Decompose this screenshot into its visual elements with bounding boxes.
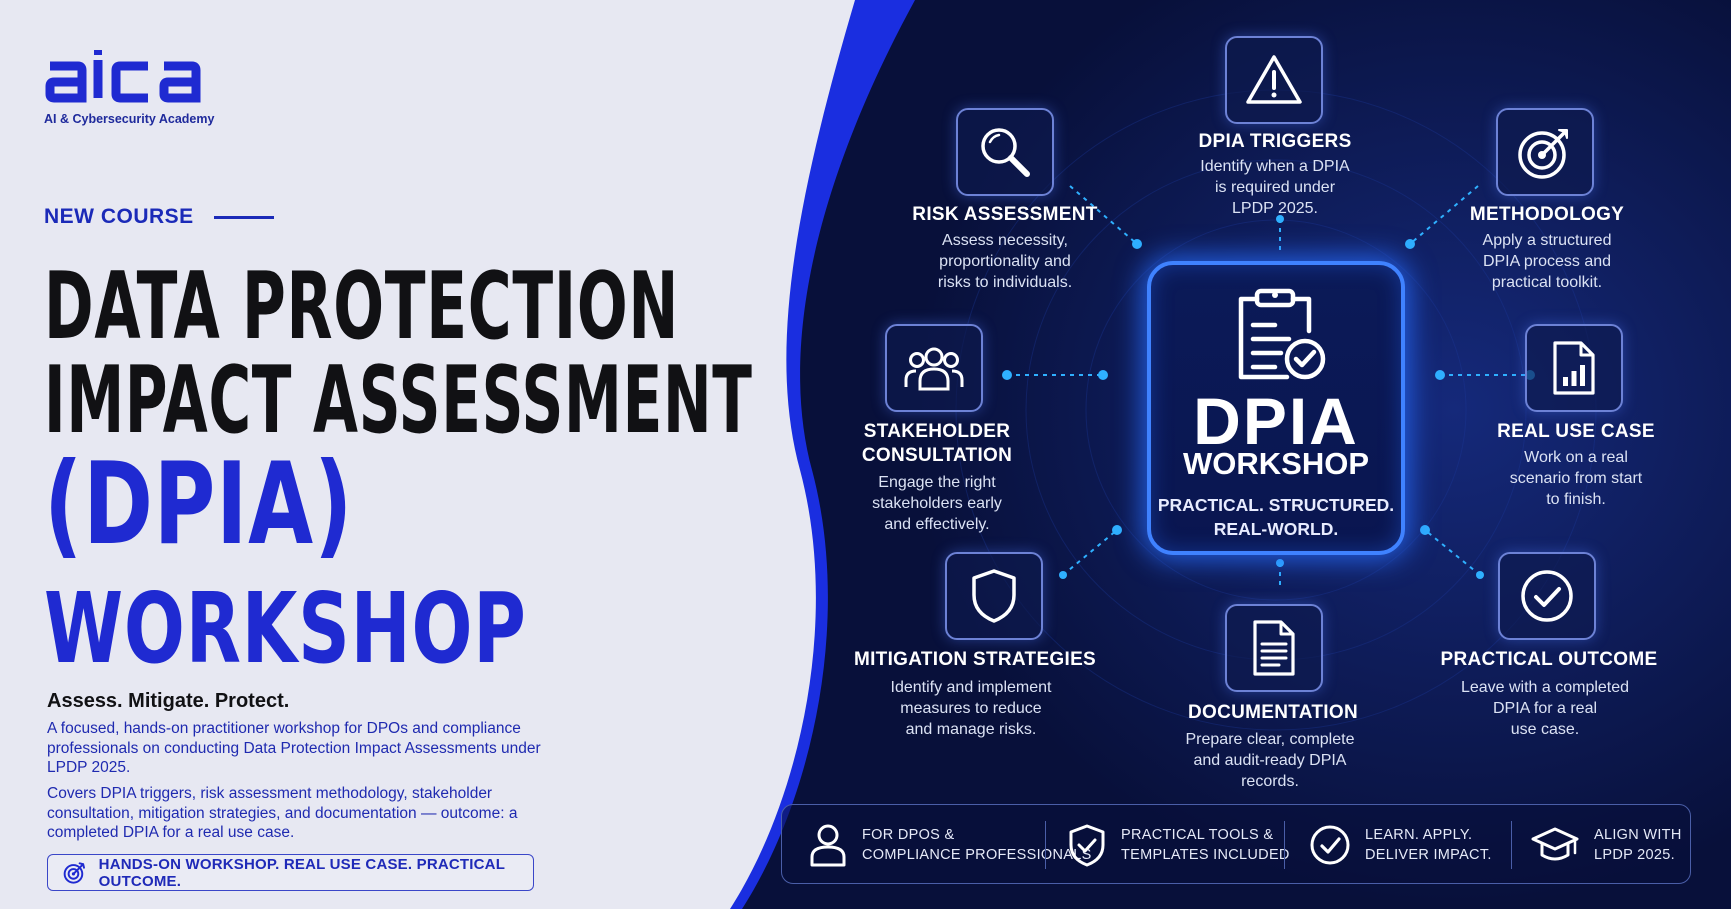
outcome-icon-box[interactable] (1498, 552, 1596, 640)
hero-description-1: A focused, hands-on practitioner worksho… (47, 720, 541, 776)
shield-icon (972, 569, 1016, 623)
usecase-icon-box[interactable] (1525, 324, 1623, 412)
pill-text: HANDS-ON WORKSHOP. REAL USE CASE. PRACTI… (98, 855, 505, 890)
mitigation-icon-box[interactable] (945, 552, 1043, 640)
methodology-icon-box[interactable] (1496, 108, 1594, 196)
bar-divider (1511, 821, 1512, 869)
badge-underline (213, 215, 274, 219)
benefit-tools: PRACTICAL TOOLS & TEMPLATES INCLUDED (1067, 805, 1290, 885)
title-line-3: (DPIA) (44, 438, 354, 570)
triggers-icon-box[interactable] (1225, 36, 1323, 124)
target-icon (63, 861, 85, 884)
stakeholder-icon-box[interactable] (885, 324, 983, 412)
warning-icon (1246, 55, 1302, 104)
risk-icon-box[interactable] (956, 108, 1054, 196)
triggers-title: DPIA TRIGGERS (1198, 131, 1352, 152)
clipboard-check-icon (1238, 288, 1326, 380)
usecase-title: REAL USE CASE (1497, 421, 1655, 442)
benefit-audience: FOR DPOS & COMPLIANCE PROFESSIONALS (808, 805, 1092, 885)
benefit-learn: LEARN. APPLY. DELIVER IMPACT. (1309, 805, 1492, 885)
dpia-center-card[interactable]: DPIA WORKSHOP PRACTICAL. STRUCTURED.REAL… (1147, 261, 1405, 555)
new-course-label: NEW COURSE (44, 205, 194, 228)
title-line-4: WORKSHOP (44, 572, 527, 686)
outcome-title: PRACTICAL OUTCOME (1440, 649, 1658, 670)
report-chart-icon (1553, 341, 1595, 395)
logo-wordmark-text: aica (44, 50, 46, 51)
title-line-2: IMPACT ASSESSMENT (44, 346, 753, 455)
check-circle-icon (1310, 825, 1350, 865)
new-course-badge: NEW COURSE (44, 205, 274, 229)
center-title: DPIA (1193, 384, 1359, 458)
aica-wordmark: aica (44, 50, 201, 103)
logo-subtitle: AI & Cybersecurity Academy (44, 112, 215, 126)
center-subtitle: WORKSHOP (1183, 446, 1369, 481)
benefits-bar: FOR DPOS & COMPLIANCE PROFESSIONALS PRAC… (781, 804, 1691, 884)
benefit-audience-label: FOR DPOS & COMPLIANCE PROFESSIONALS (862, 827, 1092, 863)
documentation-title: DOCUMENTATION (1188, 702, 1358, 723)
graduation-cap-icon (1531, 827, 1579, 861)
methodology-title: METHODOLOGY (1469, 204, 1625, 225)
target-arrow-icon (1518, 129, 1568, 179)
benefit-learn-label: LEARN. APPLY. DELIVER IMPACT. (1365, 827, 1492, 863)
mitigation-title: MITIGATION STRATEGIES (853, 649, 1097, 670)
hero-description-2: Covers DPIA triggers, risk assessment me… (47, 785, 518, 841)
bar-divider (1284, 821, 1285, 869)
title-line-1: DATA PROTECTION (44, 252, 680, 361)
magnifier-icon (981, 128, 1030, 177)
benefit-tools-label: PRACTICAL TOOLS & TEMPLATES INCLUDED (1121, 827, 1290, 863)
bar-divider (1045, 821, 1046, 869)
check-circle-icon (1521, 570, 1573, 622)
documentation-icon-box[interactable] (1225, 604, 1323, 692)
risk-title: RISK ASSESSMENT (912, 204, 1098, 225)
shield-check-icon (1069, 824, 1105, 867)
benefit-align: ALIGN WITH LPDP 2025. (1530, 805, 1682, 885)
center-tagline: PRACTICAL. STRUCTURED.REAL-WORLD. (1157, 495, 1395, 539)
aica-logo[interactable]: aica AI & Cybersecurity Academy (44, 50, 224, 126)
hero-tagline: Assess. Mitigate. Protect. (47, 690, 290, 712)
benefit-align-label: ALIGN WITH LPDP 2025. (1594, 827, 1682, 863)
group-icon (904, 347, 964, 391)
person-icon (810, 824, 846, 867)
document-icon (1253, 620, 1295, 676)
hands-on-pill[interactable]: HANDS-ON WORKSHOP. REAL USE CASE. PRACTI… (47, 854, 534, 891)
